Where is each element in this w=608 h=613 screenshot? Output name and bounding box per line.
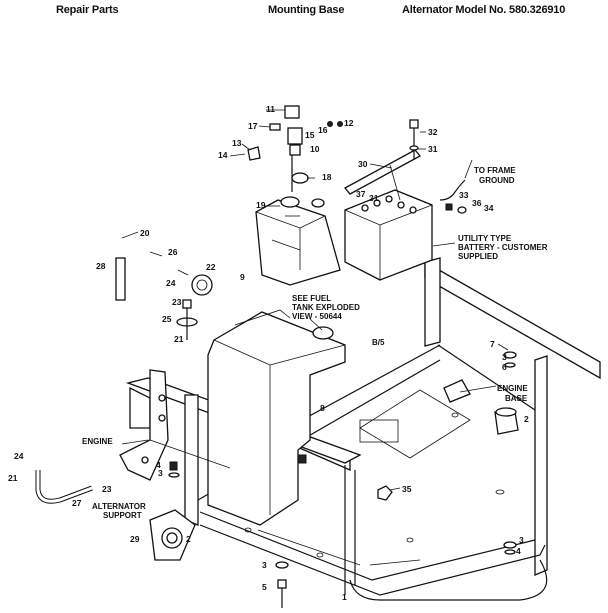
- part-num-32: 32: [428, 127, 438, 137]
- callout-alternator-support-2: SUPPORT: [103, 511, 142, 520]
- part-num-8: 8: [320, 403, 325, 413]
- part-num-21b: 21: [8, 473, 18, 483]
- part-num-2b: 2: [186, 534, 191, 544]
- part-num-13: 13: [232, 138, 242, 148]
- part-num-3d: 3: [158, 468, 163, 478]
- hold-down-bolt: [409, 119, 419, 160]
- engine-base-mounts: [443, 351, 519, 555]
- part-num-24b: 24: [14, 451, 24, 461]
- part-num-37: 37: [356, 189, 366, 199]
- callout-engine: ENGINE: [82, 437, 113, 446]
- part-num-5: 5: [262, 582, 267, 592]
- part-num-23: 23: [172, 297, 182, 307]
- leader-lines: [121, 109, 509, 491]
- part-num-21: 21: [174, 334, 184, 344]
- part-num-33: 33: [459, 190, 469, 200]
- part-num-22: 22: [206, 262, 216, 272]
- fuel-line-parts: [115, 231, 213, 340]
- callout-battery-1: UTILITY TYPE: [458, 234, 512, 243]
- part-num-6: 6: [502, 362, 507, 372]
- callout-battery-2: BATTERY - CUSTOMER: [458, 243, 548, 252]
- callout-to-frame-ground-2: GROUND: [479, 176, 515, 185]
- frame-tube: [125, 257, 601, 601]
- part-num-2: 2: [524, 414, 529, 424]
- part-num-36: 36: [472, 198, 482, 208]
- callout-to-frame-ground-1: TO FRAME: [474, 166, 516, 175]
- callout-bs: B/5: [372, 338, 385, 347]
- callout-fuel-tank-2: TANK EXPLODED: [292, 303, 360, 312]
- battery: [344, 189, 433, 281]
- part-num-31b: 31: [369, 193, 379, 203]
- callout-engine-base-2: BASE: [505, 394, 528, 403]
- part-num-4b: 4: [516, 546, 521, 556]
- part-num-28: 28: [96, 261, 106, 271]
- part-num-25: 25: [162, 314, 172, 324]
- part-num-11: 11: [266, 104, 275, 114]
- callout-engine-base-1: ENGINE: [497, 384, 528, 393]
- part-num-4: 4: [156, 460, 161, 470]
- part-num-9: 9: [240, 272, 245, 282]
- part-num-17: 17: [248, 121, 258, 131]
- part-num-10: 10: [310, 144, 320, 154]
- fuel-valve-assembly: [229, 105, 343, 192]
- ground-strap: [439, 179, 467, 214]
- callout-alternator-support-1: ALTERNATOR: [92, 502, 146, 511]
- part-num-12: 12: [344, 118, 354, 128]
- part-num-24: 24: [166, 278, 176, 288]
- part-num-16: 16: [318, 125, 328, 135]
- part-num-7: 7: [490, 339, 495, 349]
- part-num-3c: 3: [262, 560, 267, 570]
- part-num-3: 3: [502, 352, 507, 362]
- part-num-14: 14: [218, 150, 228, 160]
- callout-fuel-tank-3: VIEW - 50644: [292, 312, 342, 321]
- part-num-27: 27: [72, 498, 82, 508]
- part-num-30: 30: [358, 159, 368, 169]
- part-num-31: 31: [428, 144, 438, 154]
- engine-bracket: [119, 369, 169, 481]
- nut-35: [377, 485, 393, 501]
- part-num-20: 20: [140, 228, 150, 238]
- header-repair-parts: Repair Parts: [56, 4, 119, 16]
- battery-strap: [343, 149, 422, 195]
- callout-battery-3: SUPPLIED: [458, 252, 498, 261]
- header-mounting-base: Mounting Base: [268, 4, 345, 16]
- part-num-23b: 23: [102, 484, 112, 494]
- bottom-bolt: [275, 561, 289, 608]
- part-num-18: 18: [322, 172, 332, 182]
- part-num-35: 35: [402, 484, 412, 494]
- callout-fuel-tank-1: SEE FUEL: [292, 294, 331, 303]
- part-num-3b: 3: [519, 535, 524, 545]
- part-num-29: 29: [130, 534, 140, 544]
- part-num-1: 1: [342, 592, 347, 602]
- alternator-support: [149, 461, 196, 561]
- fuel-tank: [207, 309, 346, 526]
- part-num-19: 19: [256, 200, 266, 210]
- header-model-number: Alternator Model No. 580.326910: [402, 4, 566, 16]
- part-num-26: 26: [168, 247, 178, 257]
- battery-box: [255, 196, 341, 286]
- part-num-34: 34: [484, 203, 494, 213]
- part-num-15: 15: [305, 130, 315, 140]
